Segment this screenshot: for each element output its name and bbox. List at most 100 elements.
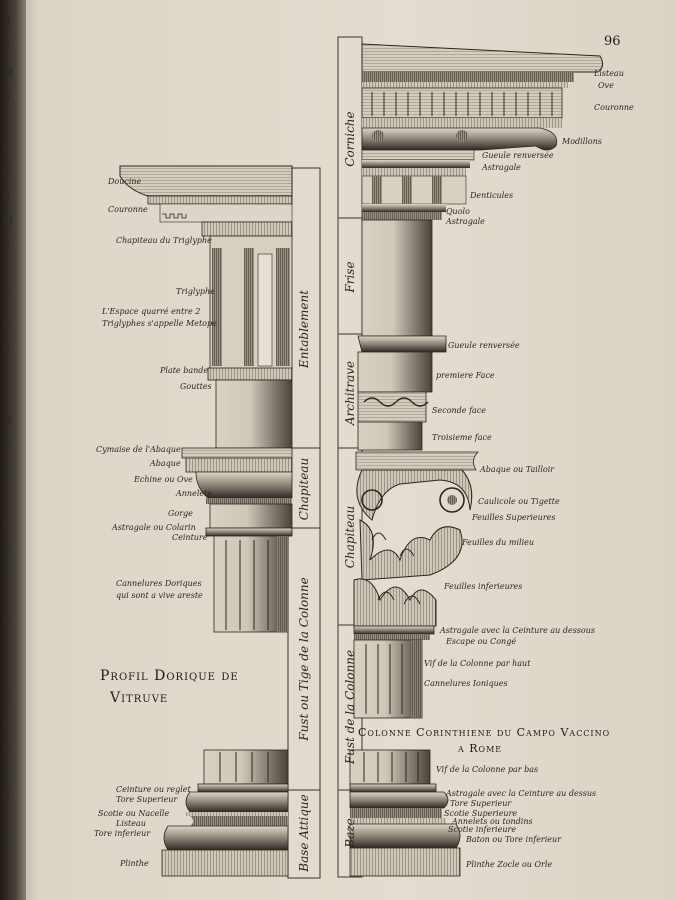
corinthian-label-8: Astragale bbox=[446, 217, 485, 226]
vlabel-entablement: Entablement bbox=[297, 289, 311, 369]
vlabel-fust-cor: Fust de la Colonne bbox=[343, 649, 357, 765]
corinthian-label-9: Gueule renversée bbox=[448, 341, 520, 350]
doric-profile bbox=[119, 165, 293, 877]
corinthian-label-1: Ove bbox=[598, 81, 614, 90]
margin-fragment: e bbox=[2, 289, 10, 303]
corinthian-label-27: Scotie inferieure bbox=[448, 825, 517, 834]
margin-fragment: n bbox=[2, 39, 10, 53]
margin-fragment: l bbox=[2, 764, 6, 778]
doric-label-1: Couronne bbox=[108, 205, 148, 214]
margin-fragment: d bbox=[2, 789, 10, 803]
margin-fragment: e bbox=[2, 439, 10, 453]
corinthian-profile bbox=[349, 43, 604, 877]
book-spine bbox=[0, 0, 26, 900]
margin-fragment: s bbox=[2, 839, 9, 853]
doric-label-10: Echine ou Ove bbox=[134, 475, 193, 484]
margin-fragment: ia bbox=[2, 64, 13, 78]
corinthian-label-23: Astragale avec la Ceinture au dessus bbox=[446, 789, 597, 798]
page-number: 96 bbox=[604, 34, 621, 49]
corinthian-title-line2: a Rome bbox=[458, 742, 503, 755]
corinthian-label-22: Vif de la Colonne par bas bbox=[436, 765, 539, 774]
doric-label-22: Plinthe bbox=[120, 859, 149, 868]
doric-label-21: Tore inferieur bbox=[94, 829, 151, 838]
corinthian-label-20: Vif de la Colonne par haut bbox=[424, 659, 531, 668]
margin-fragment: i bbox=[2, 489, 6, 503]
doric-label-18: Tore Superieur bbox=[116, 795, 178, 804]
doric-title-line2: Vitruve bbox=[110, 690, 169, 706]
margin-fragment: s bbox=[2, 389, 9, 403]
corinthian-label-17: Feuilles inferieures bbox=[444, 582, 523, 591]
margin-fragment: a bbox=[2, 139, 10, 153]
corinthian-label-5: Astragale bbox=[482, 163, 521, 172]
doric-label-16: qui sont a vive areste bbox=[116, 591, 203, 600]
corinthian-label-25: Scotie Superieure bbox=[444, 809, 518, 818]
vlabel-base: Baze bbox=[343, 818, 357, 848]
corinthian-label-4: Gueule renversée bbox=[482, 151, 554, 160]
doric-label-3: Triglyphe bbox=[176, 287, 215, 296]
doric-label-13: Astragale ou Colarin bbox=[112, 523, 196, 532]
vlabel-fust-doric: Fust ou Tige de la Colonne bbox=[297, 577, 311, 741]
doric-label-17: Ceinture ou reglet bbox=[116, 785, 191, 794]
margin-fragment: e bbox=[2, 114, 10, 128]
corinthian-label-26: Annelets ou tondins bbox=[452, 817, 533, 826]
corinthian-label-7: Quolo bbox=[446, 207, 470, 216]
corinthian-label-11: Seconde face bbox=[432, 406, 487, 415]
margin-fragment: t bbox=[2, 589, 7, 603]
corinthian-title-line1: Colonne Corinthiene du Campo Vaccino bbox=[358, 726, 611, 739]
margin-fragment: n bbox=[2, 339, 10, 353]
doric-title-line1: Profil Dorique de bbox=[100, 668, 239, 684]
doric-label-19: Scotie ou Nacelle bbox=[98, 809, 170, 818]
margin-fragment: a bbox=[2, 514, 10, 528]
corinthian-label-10: premiere Face bbox=[436, 371, 495, 380]
vlabel-base-attique: Base Attique bbox=[297, 794, 311, 872]
margin-fragment: a bbox=[2, 714, 10, 728]
margin-fragment: al bbox=[2, 214, 13, 228]
corinthian-label-21: Cannelures Ioniques bbox=[424, 679, 508, 688]
doric-label-2: Chapiteau du Triglyphe bbox=[116, 236, 212, 245]
vlabel-frise: Frise bbox=[343, 261, 357, 293]
margin-fragment: c bbox=[2, 564, 9, 578]
margin-fragment: s bbox=[2, 364, 9, 378]
corinthian-label-19: Escape ou Congé bbox=[446, 637, 517, 646]
margin-fragment: p bbox=[2, 89, 10, 103]
doric-label-20: Listeau bbox=[116, 819, 146, 828]
margin-fragment: d bbox=[2, 164, 10, 178]
margin-fragment: r bbox=[2, 814, 8, 828]
vlabel-chapiteau-doric: Chapiteau bbox=[297, 457, 311, 521]
doric-label-5: Triglyphes s'appelle Metope bbox=[102, 319, 217, 328]
doric-label-15: Cannelures Doriques bbox=[116, 579, 202, 588]
doric-label-4: L'Espace quarré entre 2 bbox=[102, 307, 201, 316]
vlabel-architrave: Architrave bbox=[343, 360, 357, 426]
corinthian-label-24: Tore Superieur bbox=[450, 799, 512, 808]
doric-label-8: Cymaise de l'Abaque bbox=[96, 445, 181, 454]
margin-fragment: n bbox=[2, 189, 10, 203]
corinthian-label-13: Abaque ou Tailloir bbox=[480, 465, 555, 474]
doric-label-14: Ceinture bbox=[172, 533, 208, 542]
vlabel-chapiteau-cor: Chapiteau bbox=[343, 505, 357, 569]
corinthian-label-29: Plinthe Zocle ou Orle bbox=[466, 860, 553, 869]
corinthian-label-14: Caulicole ou Tigette bbox=[478, 497, 560, 506]
corinthian-label-0: Listeau bbox=[594, 69, 624, 78]
margin-fragment: r bbox=[2, 664, 8, 678]
doric-label-7: Gouttes bbox=[180, 382, 212, 391]
corinthian-label-28: Baton ou Tore inferieur bbox=[466, 835, 562, 844]
margin-fragment: h bbox=[2, 739, 10, 753]
doric-label-0: Doucine bbox=[108, 177, 142, 186]
doric-label-11: Annelets bbox=[176, 489, 212, 498]
corinthian-label-18: Astragale avec la Ceinture au dessous bbox=[440, 626, 595, 635]
doric-label-9: Abaque bbox=[150, 459, 181, 468]
corinthian-label-12: Troisieme face bbox=[432, 433, 492, 442]
margin-fragment: R bbox=[2, 14, 12, 28]
margin-fragment: o bbox=[2, 314, 10, 328]
margin-fragment: D bbox=[2, 414, 12, 428]
doric-label-12: Gorge bbox=[168, 509, 193, 518]
margin-fragment: s bbox=[2, 264, 9, 278]
margin-fragment: L bbox=[2, 539, 10, 553]
margin-fragment: s bbox=[2, 639, 9, 653]
corinthian-label-2: Couronne bbox=[594, 103, 634, 112]
margin-fragment: n bbox=[2, 239, 10, 253]
margin-fragment: n bbox=[2, 689, 10, 703]
